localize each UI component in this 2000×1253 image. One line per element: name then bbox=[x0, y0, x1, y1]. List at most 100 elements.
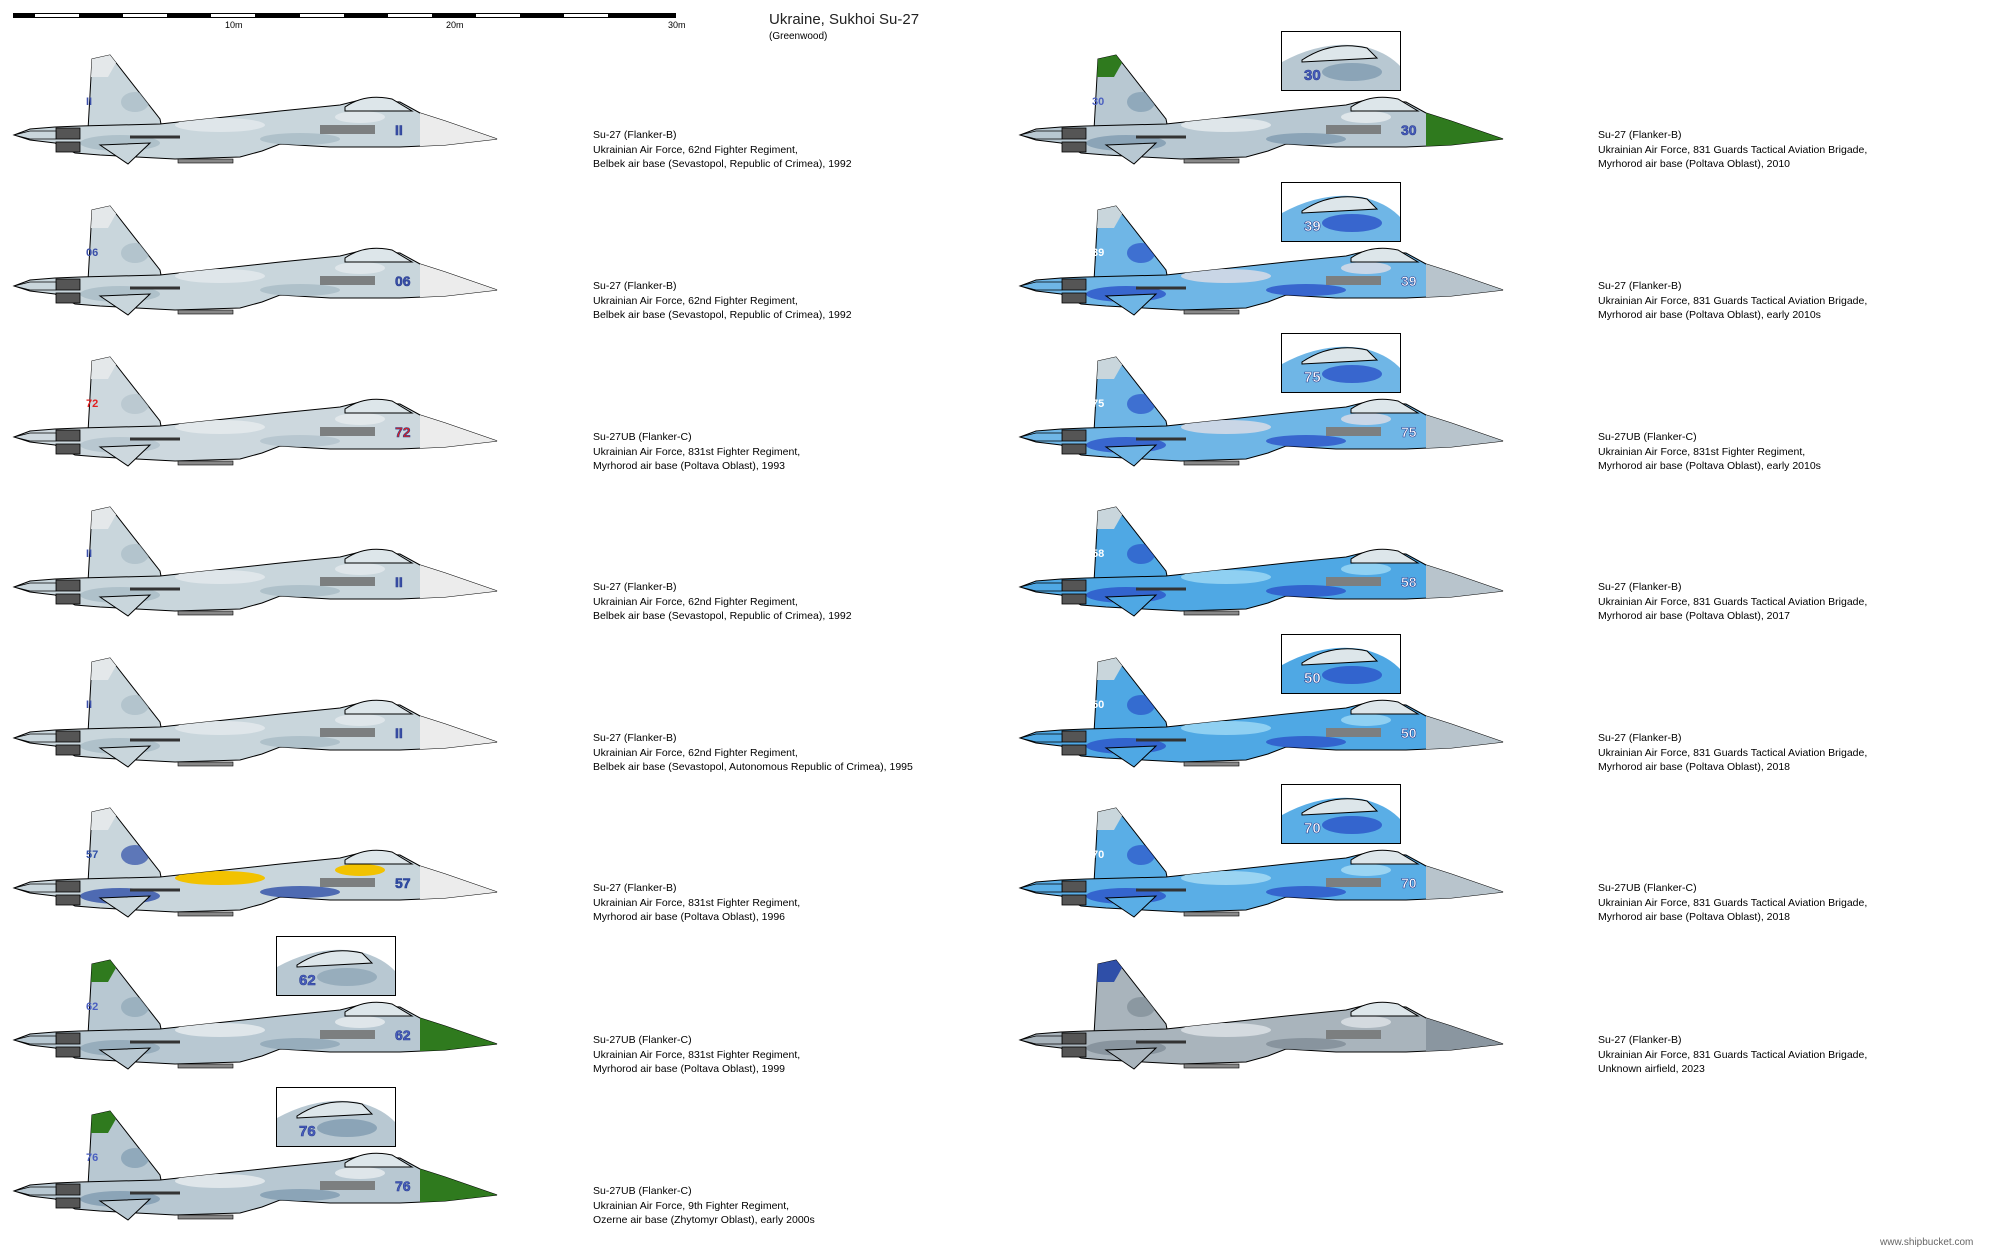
scale-label-30m: 30m bbox=[668, 20, 686, 30]
engine-nozzle bbox=[55, 127, 81, 140]
canopy bbox=[1350, 699, 1420, 715]
engine-nozzle bbox=[55, 443, 81, 455]
aircraft-caption: Su-27 (Flanker-B)Ukrainian Air Force, 83… bbox=[593, 881, 800, 925]
caption-unit: Ukrainian Air Force, 62nd Fighter Regime… bbox=[593, 595, 798, 608]
caption-unit: Ukrainian Air Force, 62nd Fighter Regime… bbox=[593, 143, 798, 156]
caption-unit: Ukrainian Air Force, 831 Guards Tactical… bbox=[1598, 746, 1868, 759]
ventral-pylon bbox=[177, 761, 234, 767]
engine-nozzle bbox=[1061, 429, 1087, 442]
engine-nozzle bbox=[1061, 744, 1087, 756]
horizontal-stabilizer bbox=[1104, 745, 1158, 768]
scale-label-10m: 10m bbox=[225, 20, 243, 30]
canopy bbox=[344, 548, 414, 564]
caption-unit: Ukrainian Air Force, 831 Guards Tactical… bbox=[1598, 595, 1868, 608]
canopy-detail-inset: 30 bbox=[1281, 31, 1401, 91]
horizontal-stabilizer bbox=[98, 594, 152, 617]
caption-unit: Ukrainian Air Force, 831 Guards Tactical… bbox=[1598, 294, 1868, 307]
canopy bbox=[344, 398, 414, 414]
canopy bbox=[1350, 1001, 1420, 1017]
engine-nozzle bbox=[55, 1032, 81, 1045]
engine-nozzle bbox=[1061, 278, 1087, 291]
ventral-pylon bbox=[177, 309, 234, 315]
aircraft-caption: Su-27 (Flanker-B)Ukrainian Air Force, 83… bbox=[1598, 128, 1867, 172]
su27-profile bbox=[1018, 959, 1504, 1070]
aircraft-plate bbox=[1006, 952, 1526, 1102]
aircraft-caption: Su-27UB (Flanker-C)Ukrainian Air Force, … bbox=[1598, 430, 1821, 474]
inset-number: 30 bbox=[1304, 67, 1321, 84]
aircraft-plate: 62 62 bbox=[0, 952, 520, 1102]
horizontal-stabilizer bbox=[98, 895, 152, 918]
aircraft-plate: 72 72 bbox=[0, 349, 520, 499]
caption-type: Su-27 (Flanker-B) bbox=[1598, 581, 1682, 593]
canopy-detail-inset: 62 bbox=[276, 936, 396, 996]
tail-number: II bbox=[86, 548, 92, 560]
tail-number: II bbox=[86, 96, 92, 108]
aircraft-plate: 57 57 bbox=[0, 800, 520, 950]
tail-number: 62 bbox=[86, 1001, 98, 1013]
ventral-pylon bbox=[1183, 610, 1240, 616]
tail-number: II bbox=[86, 699, 92, 711]
caption-unit: Ukrainian Air Force, 831 Guards Tactical… bbox=[1598, 1048, 1868, 1061]
aircraft-caption: Su-27UB (Flanker-C)Ukrainian Air Force, … bbox=[593, 1033, 800, 1077]
aircraft-plate: 58 58 bbox=[1006, 499, 1526, 649]
caption-base-year: Myrhorod air base (Poltava Oblast), 1999 bbox=[593, 1063, 786, 1075]
horizontal-stabilizer bbox=[98, 293, 152, 316]
nose-number: 62 bbox=[395, 1027, 411, 1043]
horizontal-stabilizer bbox=[98, 142, 152, 165]
caption-type: Su-27 (Flanker-B) bbox=[1598, 732, 1682, 744]
su27-profile: 06 06 bbox=[12, 205, 498, 316]
tail-number: 06 bbox=[86, 247, 98, 259]
horizontal-stabilizer bbox=[1104, 444, 1158, 467]
su27-profile: 70 70 bbox=[1018, 807, 1504, 918]
ventral-pylon bbox=[1183, 309, 1240, 315]
su27-profile: 30 30 bbox=[1018, 54, 1504, 165]
engine-nozzle bbox=[1061, 730, 1087, 743]
engine-nozzle bbox=[1061, 1032, 1087, 1045]
ventral-pylon bbox=[177, 1063, 234, 1069]
engine-nozzle bbox=[55, 730, 81, 743]
canopy-detail-inset: 62 bbox=[277, 937, 395, 995]
ventral-pylon bbox=[1183, 158, 1240, 164]
caption-type: Su-27 (Flanker-B) bbox=[593, 280, 677, 292]
caption-base-year: Belbek air base (Sevastopol, Republic of… bbox=[593, 610, 852, 622]
aircraft-plate: II II bbox=[0, 650, 520, 800]
nose-number: II bbox=[395, 574, 403, 590]
canopy-detail-inset: 70 bbox=[1281, 784, 1401, 844]
canopy-detail-inset: 39 bbox=[1282, 183, 1400, 241]
nose-number: II bbox=[395, 122, 403, 138]
aircraft-caption: Su-27 (Flanker-B) Ukrainian Air Force, 83… bbox=[1598, 580, 1867, 624]
engine-nozzle bbox=[1061, 443, 1087, 455]
tail-number: 57 bbox=[86, 849, 98, 861]
engine-nozzle bbox=[1061, 894, 1087, 906]
nose-number: 06 bbox=[395, 273, 411, 289]
canopy bbox=[344, 96, 414, 112]
canopy bbox=[344, 849, 414, 865]
aircraft-plate: 70 70 bbox=[1006, 800, 1526, 950]
engine-nozzle bbox=[55, 744, 81, 756]
nose-number: 76 bbox=[395, 1178, 411, 1194]
author-credit: (Greenwood) bbox=[769, 31, 828, 42]
aircraft-caption: Su-27 (Flanker-B)Ukrainian Air Force, 62… bbox=[593, 731, 913, 775]
inset-number: 70 bbox=[1304, 820, 1321, 837]
canopy bbox=[1350, 398, 1420, 414]
canopy-detail-inset: 75 bbox=[1281, 333, 1401, 393]
su27-profile: II II bbox=[12, 506, 498, 617]
horizontal-stabilizer bbox=[1104, 293, 1158, 316]
aircraft-caption: Su-27 (Flanker-B)Ukrainian Air Force, 83… bbox=[1598, 279, 1867, 323]
page-title: Ukraine, Sukhoi Su-27 bbox=[769, 11, 920, 28]
caption-unit: Ukrainian Air Force, 831st Fighter Regim… bbox=[593, 445, 801, 458]
caption-base-year: Belbek air base (Sevastopol, Republic of… bbox=[593, 158, 852, 170]
caption-unit: Ukrainian Air Force, 62nd Fighter Regime… bbox=[593, 294, 798, 307]
su27-profile: 50 50 bbox=[1018, 657, 1504, 768]
ventral-pylon bbox=[177, 911, 234, 917]
su27-profile: 75 75 bbox=[1018, 356, 1504, 467]
caption-base-year: Belbek air base (Sevastopol, Republic of… bbox=[593, 309, 852, 321]
nose-number: 58 bbox=[1401, 574, 1417, 590]
engine-nozzle bbox=[55, 1046, 81, 1058]
aircraft-caption: Su-27 (Flanker-B)Ukrainian Air Force, 83… bbox=[1598, 1033, 1867, 1077]
engine-nozzle bbox=[55, 880, 81, 893]
inset-number: 76 bbox=[299, 1123, 316, 1140]
engine-nozzle bbox=[55, 579, 81, 592]
engine-nozzle bbox=[55, 1197, 81, 1209]
engine-nozzle bbox=[55, 278, 81, 291]
